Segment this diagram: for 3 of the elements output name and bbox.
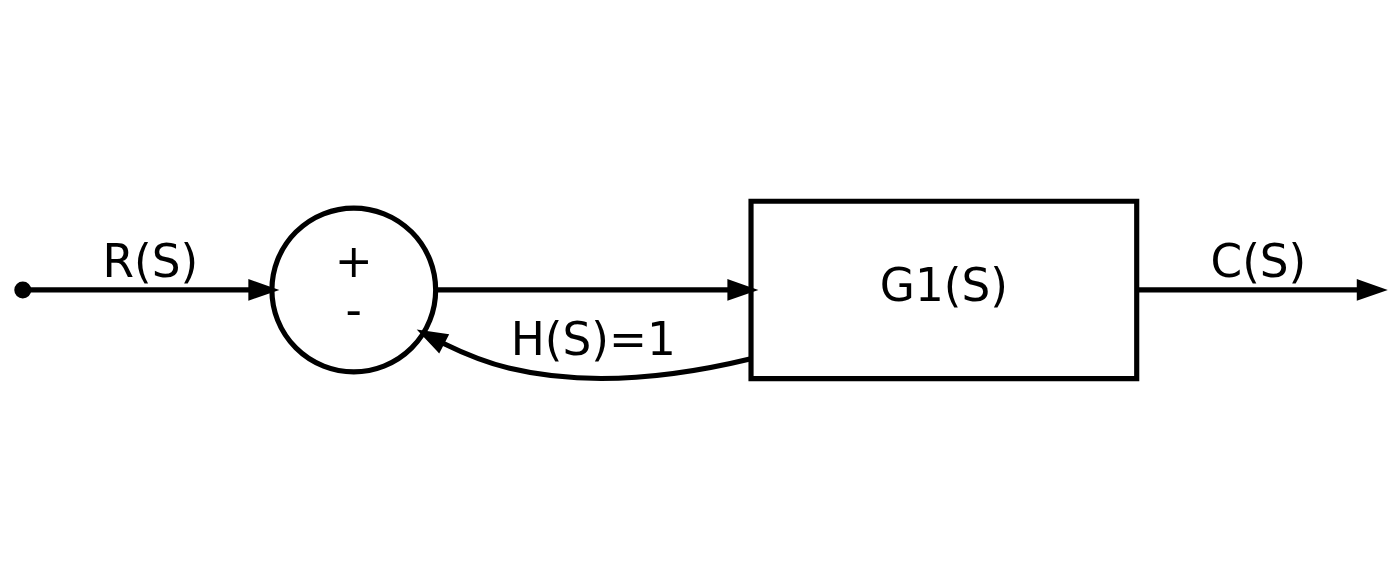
edge-label: H(S)=1 [510,313,676,367]
edge-label: R(S) [102,234,199,288]
edge-label: C(S) [1210,234,1307,288]
